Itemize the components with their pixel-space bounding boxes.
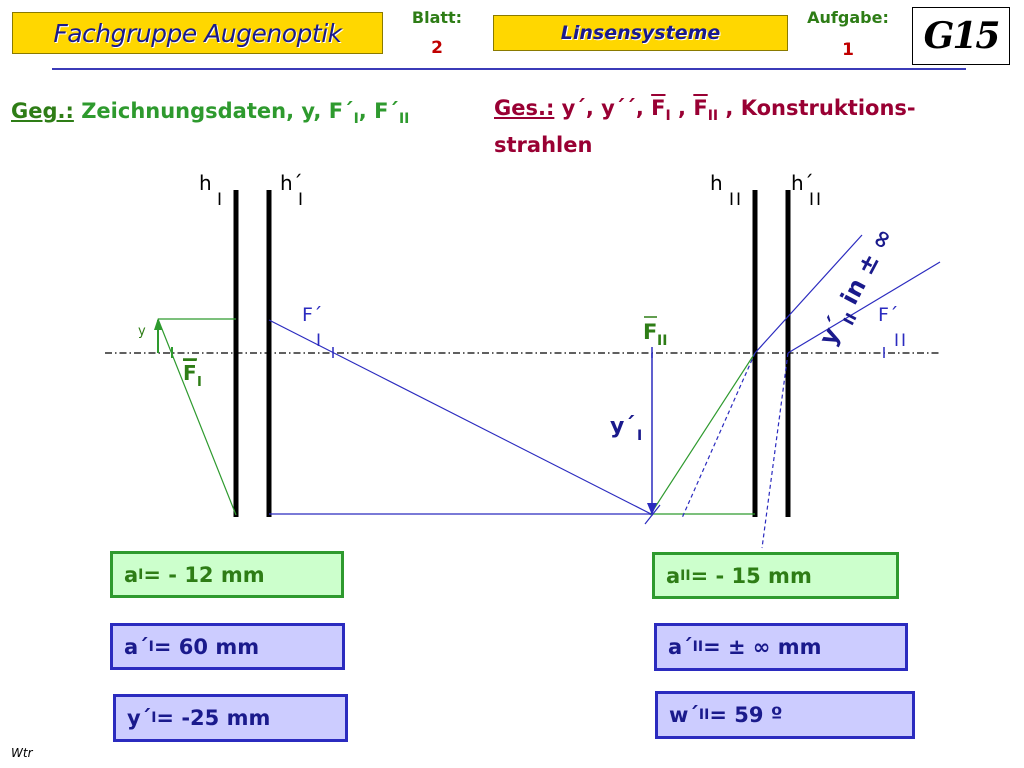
value-box-apI: a´I = 60 mm <box>110 623 345 670</box>
label-FII-sub: II <box>657 333 667 349</box>
value-apII-pre: a´ <box>668 635 693 659</box>
task-label: Aufgabe: <box>807 8 889 27</box>
value-aI-sub: I <box>138 566 144 583</box>
ray-emergent-upper-2 <box>787 261 941 354</box>
label-FpII: F´ <box>878 304 898 326</box>
plane-label-hpI: h´ <box>280 171 303 195</box>
sought-part2: , <box>670 96 694 120</box>
plane-label-hpI-sub: I <box>298 190 305 210</box>
label-ypII-group: y´ II in ± ∞ <box>814 224 899 350</box>
value-wpII-pre: w´ <box>669 703 699 727</box>
label-FII: F <box>643 320 657 344</box>
value-box-apII: a´II = ± ∞ mm <box>654 623 908 671</box>
plane-label-hII: h <box>710 171 723 195</box>
topic-box: Linsensysteme <box>493 15 788 51</box>
sought-part1: y´, y´´, <box>554 96 652 120</box>
sought-f1: F <box>651 96 666 120</box>
ray-dashed-backward-2 <box>761 352 789 549</box>
header-title-box: Fachgruppe Augenoptik <box>12 12 383 54</box>
ray-blue-through-FpI <box>268 319 654 516</box>
author-initials: Wtr <box>11 746 33 760</box>
plane-label-hI-sub: I <box>217 190 224 210</box>
sheet-value: 2 <box>431 38 443 58</box>
value-wpII-sub: II <box>698 707 710 723</box>
given-text: Zeichnungsdaten, y, F´ <box>81 99 354 123</box>
ray-green-image-to-hII <box>649 352 756 516</box>
sheet-label: Blatt: <box>411 8 463 27</box>
image-arrowhead-ypI <box>647 503 657 515</box>
label-ypI: y´ <box>610 414 635 439</box>
value-box-wpII: w´II = 59 º <box>655 691 915 739</box>
plane-label-hpII: h´ <box>791 171 814 195</box>
given-sep: , F´ <box>358 99 399 123</box>
label-FpI: F´ <box>302 304 322 326</box>
value-apII-sub: II <box>692 639 704 655</box>
ray-dashed-backward-1 <box>681 352 756 519</box>
value-aII-pre: a <box>666 563 681 588</box>
label-FpI-sub: I <box>316 331 321 351</box>
value-box-ypI: y´I = -25 mm <box>113 694 348 742</box>
ray-emergent-upper-1 <box>754 234 863 354</box>
topic-title: Linsensysteme <box>560 22 721 44</box>
object-arrowhead <box>154 318 162 330</box>
value-apI-post: = 60 mm <box>153 634 260 659</box>
sought-f2-sub: II <box>707 108 719 125</box>
header-divider <box>52 68 966 70</box>
label-FpII-sub: II <box>894 331 908 351</box>
given-line: Geg.: Zeichnungsdaten, y, F´I, F´II <box>11 99 409 127</box>
sought-f2: F <box>693 96 708 120</box>
value-apI-sub: I <box>148 638 154 655</box>
value-apI-pre: a´ <box>124 634 149 659</box>
value-aII-post: = - 15 mm <box>690 563 812 588</box>
logo-text: G15 <box>923 15 1001 57</box>
given-sub2: II <box>398 111 410 128</box>
sought-line: Ges.: y´, y´´, FI , FII , Konstruktions-… <box>494 94 984 160</box>
label-ypII-suffix: in ± ∞ <box>835 224 898 310</box>
label-ypI-sub: I <box>637 428 642 444</box>
logo: G15 <box>912 7 1010 65</box>
image-tip-tick <box>644 504 661 525</box>
value-apII-post: = ± ∞ mm <box>703 635 822 659</box>
plane-label-hpII-sub: II <box>809 190 823 210</box>
value-aI-pre: a <box>124 562 139 587</box>
value-wpII-post: = 59 º <box>709 703 783 727</box>
task-value: 1 <box>842 40 854 60</box>
object-label: y <box>138 324 146 339</box>
value-ypI-post: = -25 mm <box>156 706 271 730</box>
plane-label-hI: h <box>199 171 212 195</box>
header-title: Fachgruppe Augenoptik <box>53 18 342 48</box>
label-FI-sub: I <box>197 375 202 390</box>
sought-f1-sub: I <box>665 108 671 125</box>
value-ypI-sub: I <box>151 710 157 726</box>
label-FI: F <box>183 361 197 385</box>
ray-green-focal <box>157 318 237 516</box>
value-ypI-pre: y´ <box>127 706 152 730</box>
value-aI-post: = - 12 mm <box>143 562 265 587</box>
sought-part3: , Konstruktions-strahlen <box>494 96 916 158</box>
given-label: Geg.: <box>11 99 74 123</box>
sought-label: Ges.: <box>494 96 555 120</box>
given-sub1: I <box>353 111 359 128</box>
value-aII-sub: II <box>680 567 691 584</box>
plane-label-hII-sub: II <box>729 190 743 210</box>
